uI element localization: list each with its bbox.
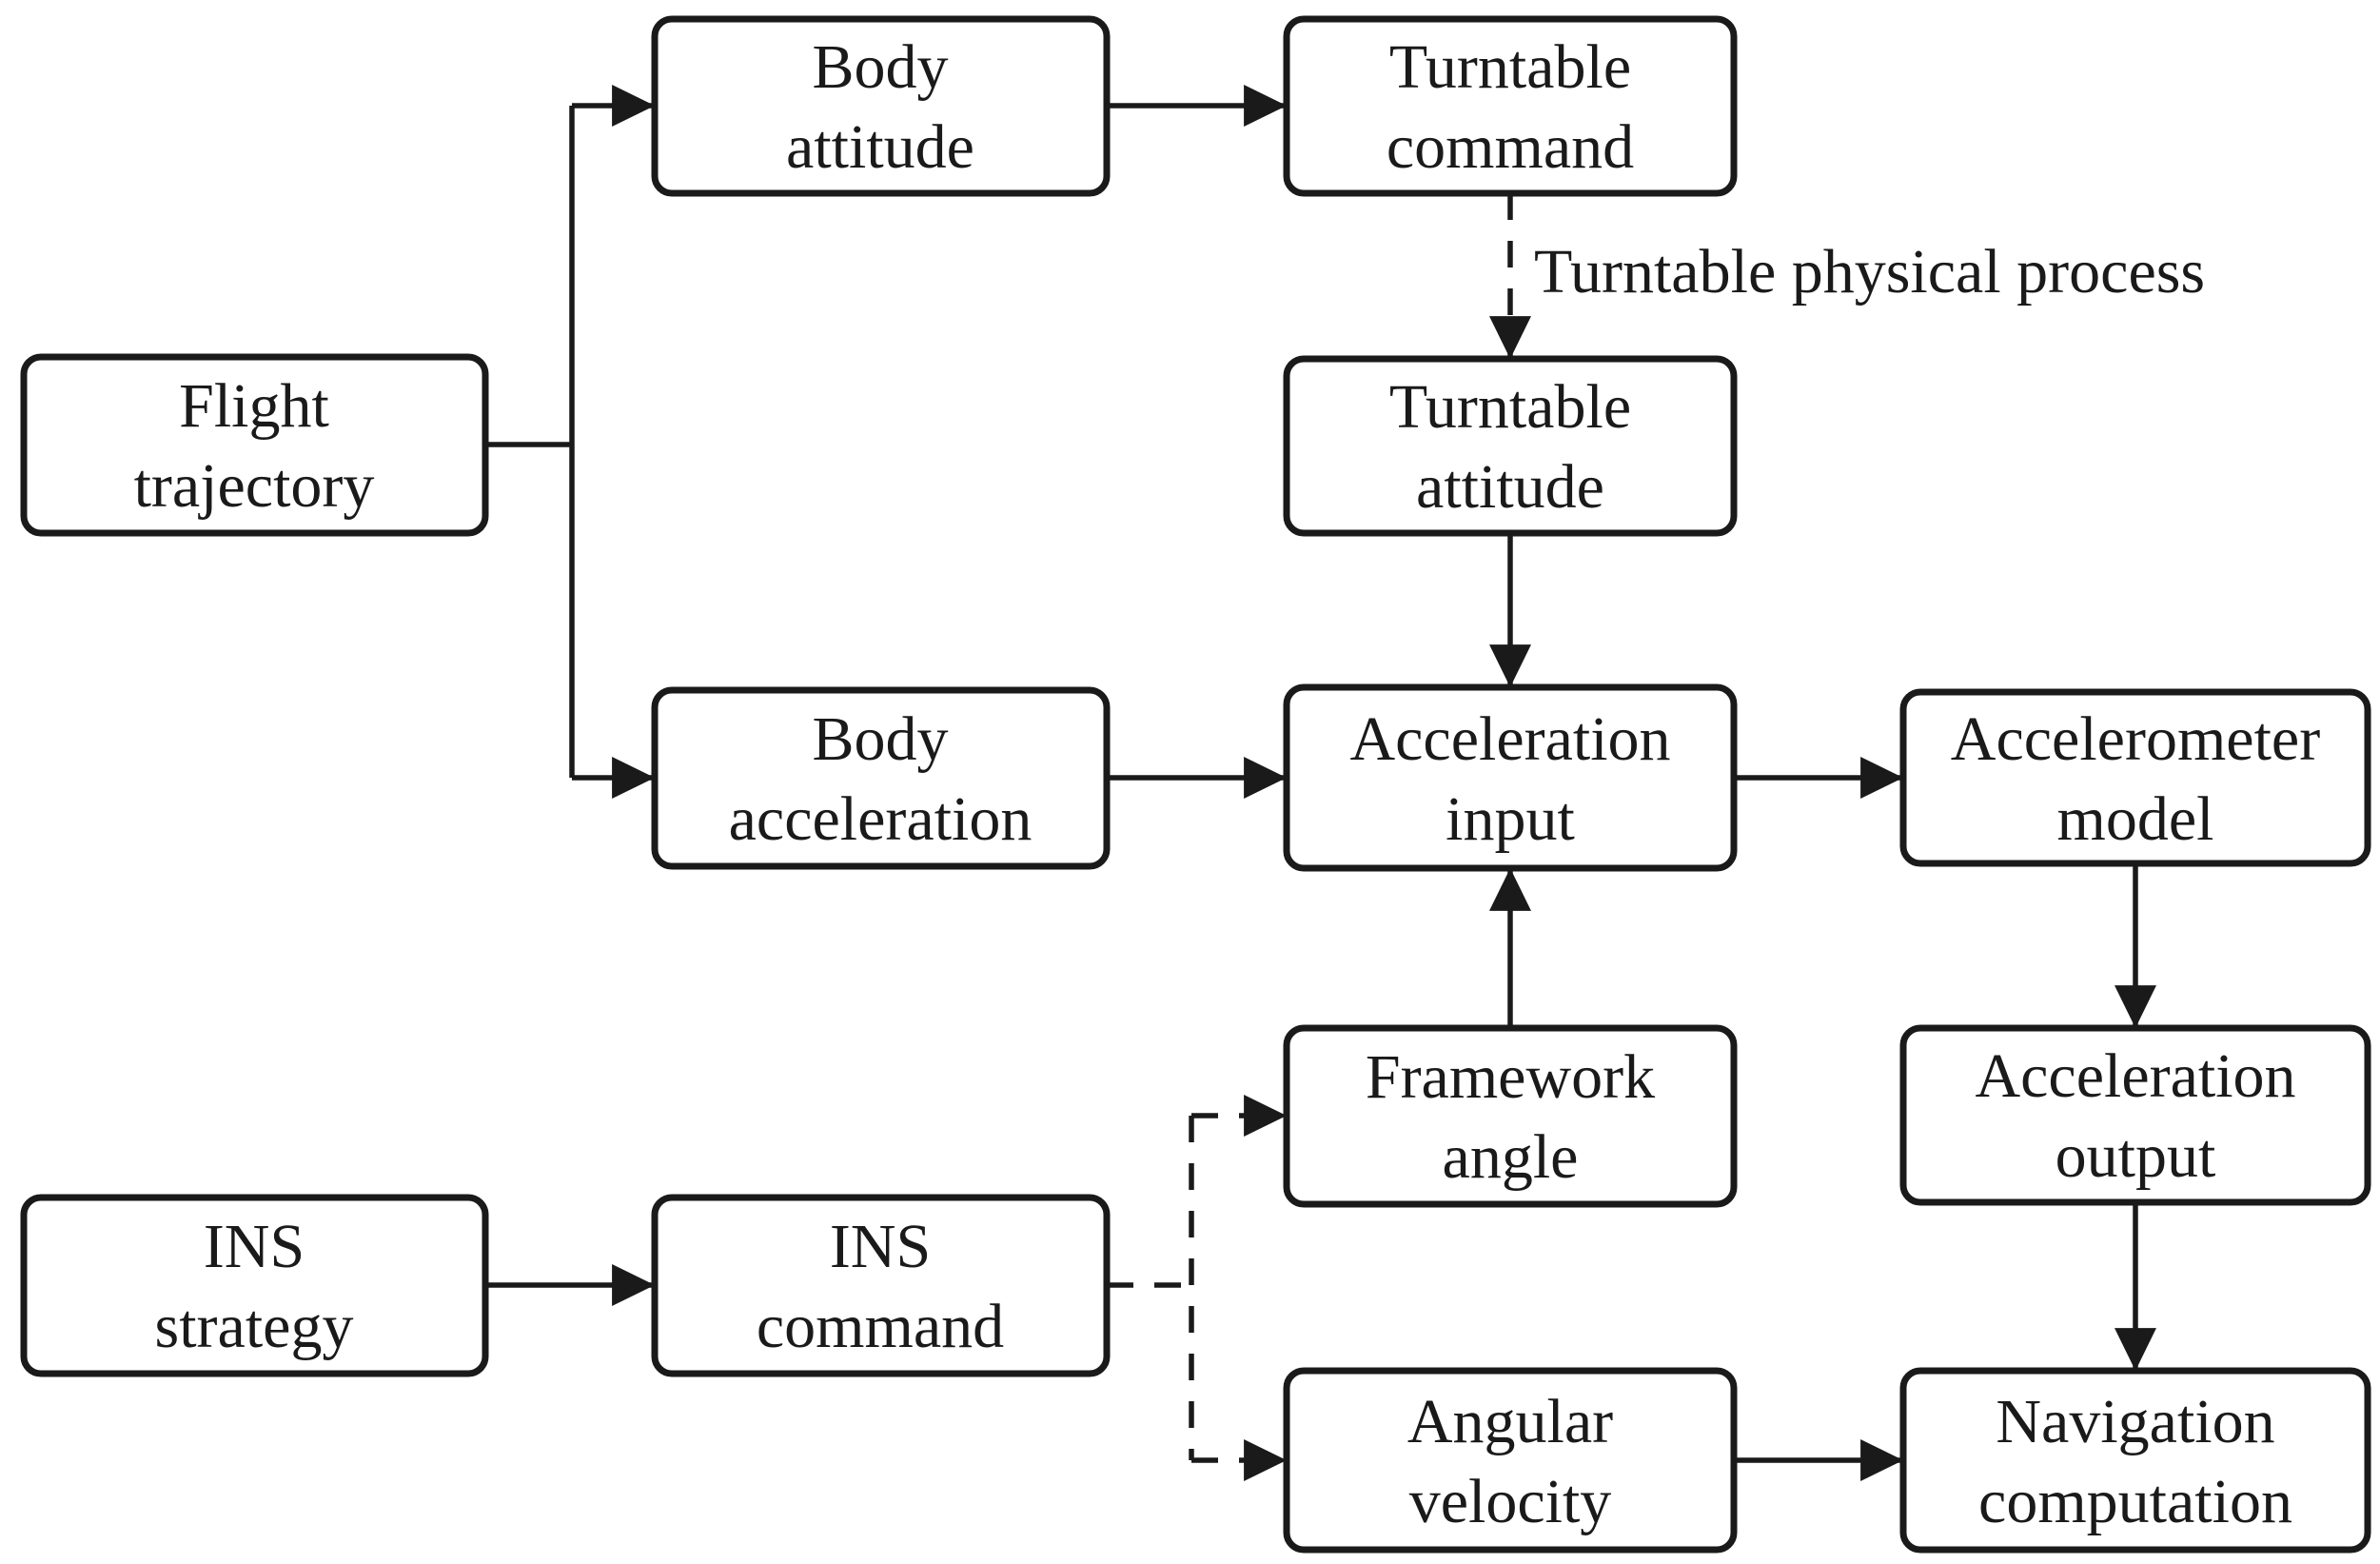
node-flight-trajectory: Flight trajectory	[20, 353, 489, 537]
turntable-attitude-box	[1283, 355, 1738, 537]
ins-strategy-label-line2: strategy	[155, 1292, 354, 1361]
acceleration-output-label-line1: Acceleration	[1975, 1041, 2295, 1111]
turntable-attitude-label-line1: Turntable	[1389, 372, 1631, 442]
node-navigation-computation: Navigation computation	[1899, 1367, 2371, 1554]
body-attitude-box	[651, 15, 1111, 197]
ins-command-label-line2: command	[757, 1292, 1004, 1361]
node-acceleration-input: Acceleration input	[1283, 683, 1738, 872]
navigation-computation-label-line1: Navigation	[1996, 1387, 2274, 1456]
ins-command-box	[651, 1194, 1111, 1377]
node-body-acceleration: Body acceleration	[651, 686, 1111, 870]
turntable-command-label-line1: Turntable	[1389, 32, 1631, 102]
acceleration-output-box	[1899, 1024, 2371, 1206]
body-acceleration-box	[651, 686, 1111, 870]
node-framework-angle: Framework angle	[1283, 1024, 1738, 1208]
acceleration-input-box	[1283, 683, 1738, 872]
edges	[485, 85, 2156, 1481]
angular-velocity-box	[1283, 1367, 1738, 1554]
body-acceleration-label-line2: acceleration	[729, 784, 1033, 854]
turntable-attitude-label-line2: attitude	[1416, 452, 1604, 522]
turntable-command-box	[1283, 15, 1738, 197]
node-turntable-attitude: Turntable attitude	[1283, 355, 1738, 537]
framework-angle-label-line2: angle	[1443, 1122, 1579, 1192]
angular-velocity-label-line2: velocity	[1409, 1467, 1612, 1536]
angular-velocity-label-line1: Angular	[1407, 1387, 1613, 1456]
acceleration-output-label-line2: output	[2055, 1121, 2216, 1191]
node-angular-velocity: Angular velocity	[1283, 1367, 1738, 1554]
acceleration-input-label-line2: input	[1446, 784, 1575, 854]
framework-angle-label-line1: Framework	[1366, 1042, 1655, 1112]
node-ins-strategy: INS strategy	[20, 1194, 489, 1377]
acceleration-input-label-line1: Acceleration	[1349, 704, 1670, 774]
flight-trajectory-label-line1: Flight	[179, 371, 329, 441]
node-body-attitude: Body attitude	[651, 15, 1111, 197]
accelerometer-model-label-line1: Accelerometer	[1951, 704, 2320, 774]
flight-trajectory-box	[20, 353, 489, 537]
node-acceleration-output: Acceleration output	[1899, 1024, 2371, 1206]
navigation-computation-label-line2: computation	[1978, 1467, 2292, 1536]
body-attitude-label-line2: attitude	[786, 112, 974, 182]
node-turntable-command: Turntable command	[1283, 15, 1738, 197]
body-attitude-label-line1: Body	[812, 32, 948, 102]
ins-strategy-box	[20, 1194, 489, 1377]
ins-strategy-label-line1: INS	[204, 1212, 305, 1281]
accelerometer-model-label-line2: model	[2057, 784, 2214, 854]
body-acceleration-label-line1: Body	[812, 704, 948, 774]
turntable-command-label-line2: command	[1387, 112, 1634, 182]
framework-angle-box	[1283, 1024, 1738, 1208]
flight-trajectory-label-line2: trajectory	[134, 451, 375, 521]
node-ins-command: INS command	[651, 1194, 1111, 1377]
ins-command-label-line1: INS	[830, 1212, 931, 1281]
navigation-computation-box	[1899, 1367, 2371, 1554]
node-accelerometer-model: Accelerometer model	[1899, 688, 2371, 867]
accelerometer-model-box	[1899, 688, 2371, 867]
turntable-physical-process-label: Turntable physical process	[1534, 237, 2205, 307]
